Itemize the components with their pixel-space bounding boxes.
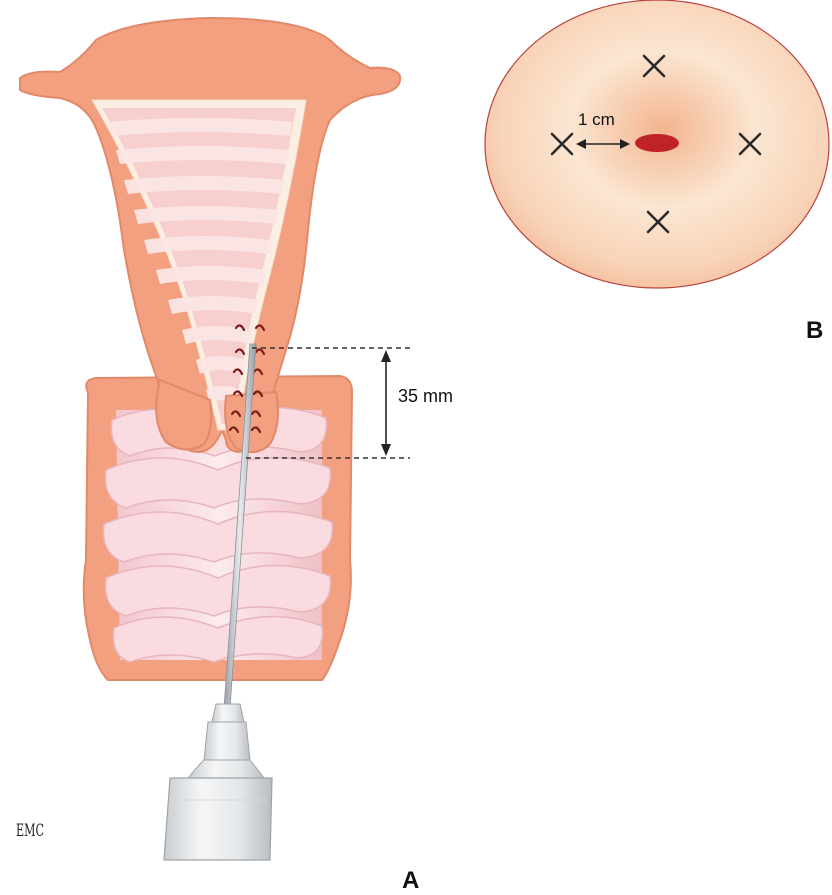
panel-b-cervix-face: 1 cm [485, 0, 829, 288]
syringe-shoulder [188, 760, 264, 778]
panel-a-label: A [402, 867, 419, 894]
emc-logo: EMC [16, 821, 44, 841]
panel-b-label: B [806, 317, 823, 344]
needle-hub [212, 704, 244, 722]
syringe-tip [204, 722, 250, 760]
panel-a-uterus [20, 18, 400, 680]
depth-label: 35 mm [398, 386, 453, 406]
spacing-label: 1 cm [578, 110, 615, 129]
syringe-barrel [164, 778, 272, 860]
external-os [635, 134, 679, 152]
